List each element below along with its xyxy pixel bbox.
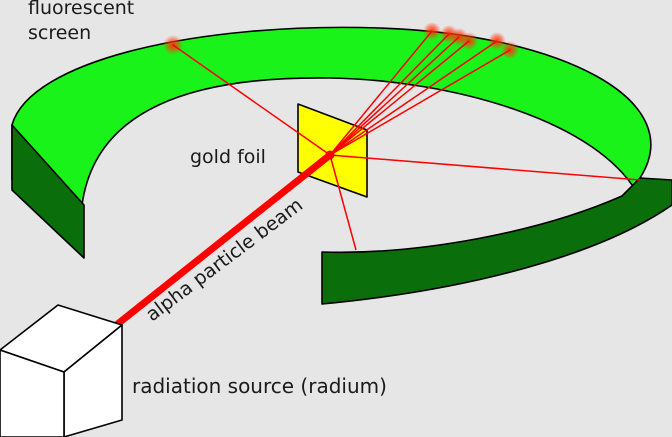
- beam-impact-point: [325, 150, 335, 160]
- scattered-traces: [172, 30, 641, 251]
- scattered-trace: [329, 49, 511, 156]
- cube-front-face: [0, 349, 65, 437]
- label-fluorescent: fluorescent: [28, 0, 134, 19]
- radiation-source-cube: [0, 304, 123, 437]
- scattered-trace: [329, 40, 470, 156]
- scattered-trace: [329, 33, 450, 156]
- screen-outer-left: [11, 124, 85, 259]
- scattered-trace: [329, 36, 460, 156]
- label-gold-foil: gold foil: [190, 146, 266, 168]
- scattered-trace: [329, 154, 357, 251]
- gold-foil: [297, 103, 368, 198]
- screen-outer-right: [321, 177, 672, 305]
- scattered-trace: [329, 40, 498, 156]
- label-alpha-beam: alpha particle beam: [142, 194, 307, 326]
- scattered-trace: [329, 30, 433, 156]
- scattered-trace: [329, 154, 641, 181]
- label-screen: screen: [28, 22, 91, 44]
- scattered-trace: [172, 44, 331, 156]
- alpha-beam: [106, 151, 334, 334]
- label-radiation-source: radiation source (radium): [132, 374, 387, 398]
- fluorescent-screen: [11, 26, 672, 305]
